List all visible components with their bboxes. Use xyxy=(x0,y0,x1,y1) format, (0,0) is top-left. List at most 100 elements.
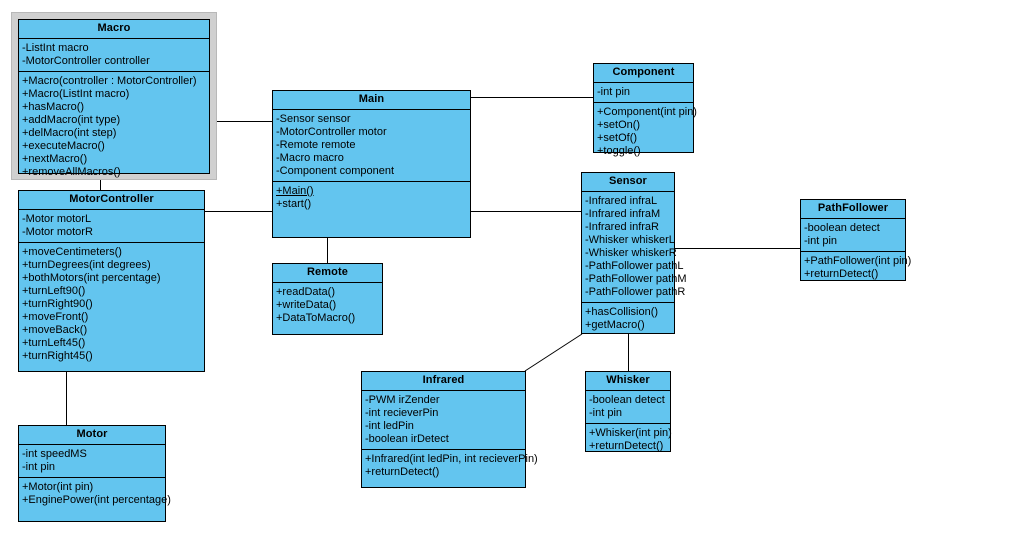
association-main-sensor[interactable] xyxy=(471,211,582,212)
class-operations-remote: +readData() +writeData() +DataToMacro() xyxy=(273,283,382,328)
association-main-component[interactable] xyxy=(471,97,594,98)
class-attributes-motor: -int speedMS -int pin xyxy=(19,445,165,478)
class-attributes-macro: -ListInt macro -MotorController controll… xyxy=(19,39,209,72)
class-attributes-pathfollower: -boolean detect -int pin xyxy=(801,219,905,252)
class-operation: +moveCentimeters() xyxy=(22,245,122,258)
class-operation: +Infrared(int ledPin, int recieverPin) xyxy=(365,452,538,465)
class-operation: +bothMotors(int percentage) xyxy=(22,271,161,284)
class-operation: +turnLeft45() xyxy=(22,336,86,349)
class-operation: +executeMacro() xyxy=(22,139,105,152)
class-operation: +moveBack() xyxy=(22,323,88,336)
class-operation: +writeData() xyxy=(276,298,337,311)
class-operation: +Macro(controller : MotorController) xyxy=(22,74,197,87)
class-operation: +turnRight90() xyxy=(22,297,93,310)
class-operations-motor: +Motor(int pin) +EnginePower(int percent… xyxy=(19,478,171,510)
class-operations-component: +Component(int pin) +setOn() +setOf() +t… xyxy=(594,103,697,161)
association-sensor-pathfollower[interactable] xyxy=(675,248,801,249)
class-operation: +setOn() xyxy=(597,118,641,131)
class-attribute: -PathFollower pathL xyxy=(585,259,684,272)
class-operation: +turnRight45() xyxy=(22,349,93,362)
class-box-main[interactable]: Main -Sensor sensor -MotorController mot… xyxy=(272,90,471,238)
class-attribute: -Motor motorL xyxy=(22,212,92,225)
class-box-pathfollower[interactable]: PathFollower -boolean detect -int pin +P… xyxy=(800,199,912,284)
class-attributes-motorcontroller: -Motor motorL -Motor motorR xyxy=(19,210,204,243)
association-motorcontroller-main[interactable] xyxy=(205,211,273,212)
class-operation-static: +Main() xyxy=(276,184,314,197)
class-operation: +returnDetect() xyxy=(589,439,664,452)
class-operation: +returnDetect() xyxy=(365,465,440,478)
class-operations-motorcontroller: +moveCentimeters() +turnDegrees(int degr… xyxy=(19,243,204,366)
class-operation: +PathFollower(int pin) xyxy=(804,254,912,267)
class-attribute: -int pin xyxy=(22,460,56,473)
class-operation: +Motor(int pin) xyxy=(22,480,94,493)
class-attribute: -ListInt macro xyxy=(22,41,89,54)
class-title-macro: Macro xyxy=(19,20,209,39)
class-operations-macro: +Macro(controller : MotorController) +Ma… xyxy=(19,72,209,182)
class-box-component[interactable]: Component -int pin +Component(int pin) +… xyxy=(593,63,697,157)
class-attribute: -Infrared infraM xyxy=(585,207,661,220)
class-operation: +EnginePower(int percentage) xyxy=(22,493,171,506)
class-title-motorcontroller: MotorController xyxy=(19,191,204,210)
class-operation: +hasCollision() xyxy=(585,305,659,318)
class-attribute: -Component component xyxy=(276,164,395,177)
class-title-whisker: Whisker xyxy=(586,372,670,391)
class-title-sensor: Sensor xyxy=(582,173,674,192)
class-attribute: -int recieverPin xyxy=(365,406,439,419)
class-attribute: -Sensor sensor xyxy=(276,112,351,125)
class-attribute: -Whisker whiskerL xyxy=(585,233,675,246)
class-operation: +readData() xyxy=(276,285,336,298)
class-box-motorcontroller[interactable]: MotorController -Motor motorL -Motor mot… xyxy=(18,190,205,372)
class-attribute: -MotorController motor xyxy=(276,125,387,138)
class-operation: +delMacro(int step) xyxy=(22,126,117,139)
class-operation: +addMacro(int type) xyxy=(22,113,121,126)
class-attribute: -boolean irDetect xyxy=(365,432,449,445)
class-attributes-main: -Sensor sensor -MotorController motor -R… xyxy=(273,110,470,182)
association-main-remote[interactable] xyxy=(327,238,328,263)
class-box-macro[interactable]: Macro -ListInt macro -MotorController co… xyxy=(18,19,210,178)
class-title-remote: Remote xyxy=(273,264,382,283)
class-operation: +DataToMacro() xyxy=(276,311,356,324)
class-box-motor[interactable]: Motor -int speedMS -int pin +Motor(int p… xyxy=(18,425,171,522)
class-box-sensor[interactable]: Sensor -Infrared infraL -Infrared infraM… xyxy=(581,172,687,334)
class-attribute: -Whisker whiskerR xyxy=(585,246,677,259)
class-title-infrared: Infrared xyxy=(362,372,525,391)
class-attribute: -Macro macro xyxy=(276,151,344,164)
class-box-whisker[interactable]: Whisker -boolean detect -int pin +Whiske… xyxy=(585,371,672,452)
class-attributes-infrared: -PWM irZender -int recieverPin -int ledP… xyxy=(362,391,525,450)
class-box-infrared[interactable]: Infrared -PWM irZender -int recieverPin … xyxy=(361,371,538,488)
class-operations-infrared: +Infrared(int ledPin, int recieverPin) +… xyxy=(362,450,538,482)
class-attribute: -Infrared infraR xyxy=(585,220,659,233)
class-attribute: -int pin xyxy=(597,85,631,98)
class-operation: +Whisker(int pin) xyxy=(589,426,672,439)
class-operation: +removeAllMacros() xyxy=(22,165,121,178)
class-operation: +setOf() xyxy=(597,131,638,144)
class-operations-pathfollower: +PathFollower(int pin) +returnDetect() xyxy=(801,252,912,284)
class-attribute: -int pin xyxy=(804,234,838,247)
class-operation: +Macro(ListInt macro) xyxy=(22,87,130,100)
association-sensor-whisker[interactable] xyxy=(628,333,629,371)
class-attributes-sensor: -Infrared infraL -Infrared infraM -Infra… xyxy=(582,192,687,303)
class-attribute: -int ledPin xyxy=(365,419,414,432)
class-operation: +getMacro() xyxy=(585,318,645,331)
class-operation: +returnDetect() xyxy=(804,267,879,280)
class-operation: +start() xyxy=(276,197,312,210)
association-macro-main[interactable] xyxy=(205,121,273,122)
class-operation: +moveFront() xyxy=(22,310,89,323)
class-operation: +turnLeft90() xyxy=(22,284,86,297)
association-macro-motorcontroller[interactable] xyxy=(100,175,101,191)
class-attribute: -MotorController controller xyxy=(22,54,150,67)
class-operations-whisker: +Whisker(int pin) +returnDetect() xyxy=(586,424,672,456)
class-attribute: -PWM irZender xyxy=(365,393,440,406)
class-operations-main: +Main() +start() xyxy=(273,182,470,214)
class-title-motor: Motor xyxy=(19,426,165,445)
association-motorcontroller-motor[interactable] xyxy=(66,372,67,426)
class-attribute: -Motor motorR xyxy=(22,225,93,238)
class-operation: +Component(int pin) xyxy=(597,105,697,118)
class-operation: +turnDegrees(int degrees) xyxy=(22,258,151,271)
class-attributes-component: -int pin xyxy=(594,83,693,103)
class-attribute: -Infrared infraL xyxy=(585,194,658,207)
class-attribute: -PathFollower pathR xyxy=(585,285,686,298)
class-box-remote[interactable]: Remote +readData() +writeData() +DataToM… xyxy=(272,263,383,335)
